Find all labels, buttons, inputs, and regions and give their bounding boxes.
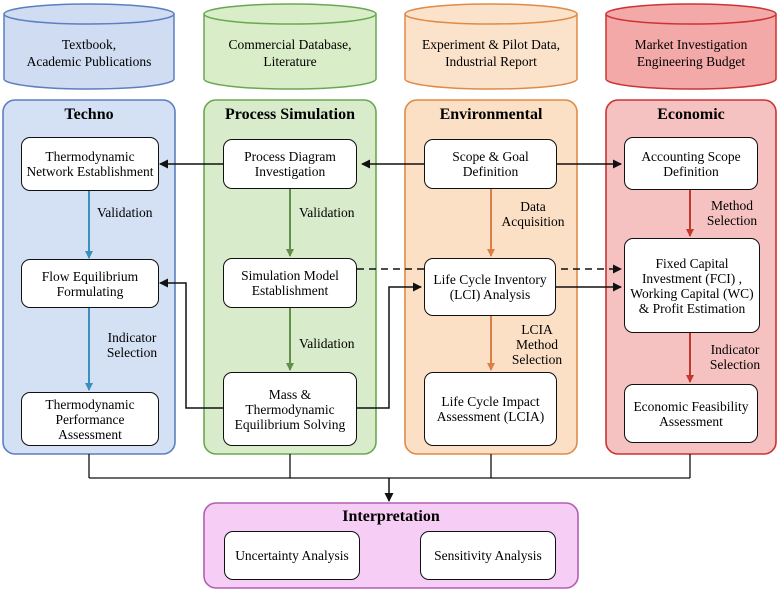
source-experiment: Experiment & Pilot Data, Industrial Repo… xyxy=(405,36,577,70)
panel-title-environmental: Environmental xyxy=(439,106,543,123)
source-textbook-line2: Academic Publications xyxy=(26,54,152,69)
convergence-lines xyxy=(88,454,691,479)
node-sensitivity[interactable]: Sensitivity Analysis xyxy=(420,531,556,580)
node-fci[interactable]: Fixed Capital Investment (FCI) , Working… xyxy=(624,238,760,333)
source-experiment-line1: Experiment & Pilot Data, xyxy=(422,37,560,52)
node-uncertainty[interactable]: Uncertainty Analysis xyxy=(224,531,360,580)
node-thermodynamic-network[interactable]: Thermodynamic Network Establishment xyxy=(21,137,159,191)
source-cylinder-market xyxy=(605,3,777,90)
source-database-line1: Commercial Database, xyxy=(228,37,352,52)
node-process-diagram[interactable]: Process Diagram Investigation xyxy=(223,139,357,189)
node-thermodynamic-performance[interactable]: Thermodynamic Performance Assessment xyxy=(21,392,159,446)
node-economic-feasibility[interactable]: Economic Feasibility Assessment xyxy=(624,384,758,443)
panel-title-economic: Economic xyxy=(657,106,725,123)
label-techno-validation: Validation xyxy=(97,205,153,220)
node-scope-goal[interactable]: Scope & Goal Definition xyxy=(424,139,557,189)
node-flow-equilibrium[interactable]: Flow Equilibrium Formulating xyxy=(21,259,159,308)
source-database: Commercial Database, Literature xyxy=(204,36,376,70)
source-cylinder-database xyxy=(203,3,377,90)
label-econ-indicator: Indicator Selection xyxy=(709,342,761,372)
node-simulation-model[interactable]: Simulation Model Establishment xyxy=(223,258,357,308)
node-accounting-scope[interactable]: Accounting Scope Definition xyxy=(624,137,758,190)
source-textbook: Textbook, Academic Publications xyxy=(4,36,174,70)
arrow-mass-to-lci xyxy=(357,282,422,409)
label-process-validation-2: Validation xyxy=(299,336,355,351)
arrow-mass-to-flow xyxy=(159,278,223,409)
panel-title-process: Process Simulation xyxy=(225,106,355,123)
source-experiment-line2: Industrial Report xyxy=(445,54,537,69)
source-cylinder-textbook xyxy=(3,3,175,90)
label-techno-indicator: Indicator Selection xyxy=(106,330,158,360)
source-market-line1: Market Investigation xyxy=(634,37,748,52)
label-env-data-acquisition: Data Acquisition xyxy=(501,199,565,229)
node-lci[interactable]: Life Cycle Inventory (LCI) Analysis xyxy=(424,258,556,316)
source-database-line2: Literature xyxy=(263,54,317,69)
source-market-line2: Engineering Budget xyxy=(636,54,746,69)
label-process-validation-1: Validation xyxy=(299,205,355,220)
node-lcia[interactable]: Life Cycle Impact Assessment (LCIA) xyxy=(424,372,557,446)
panel-title-techno: Techno xyxy=(64,106,114,123)
panel-title-interpretation: Interpretation xyxy=(342,508,440,525)
label-econ-method: Method Selection xyxy=(706,198,758,228)
source-cylinder-experiment xyxy=(404,3,578,90)
label-env-lcia-method: LCIA Method Selection xyxy=(511,322,563,367)
node-mass-equilibrium[interactable]: Mass & Thermodynamic Equilibrium Solving xyxy=(223,372,357,446)
source-textbook-line1: Textbook, xyxy=(61,37,117,52)
source-market: Market Investigation Engineering Budget xyxy=(606,36,776,70)
